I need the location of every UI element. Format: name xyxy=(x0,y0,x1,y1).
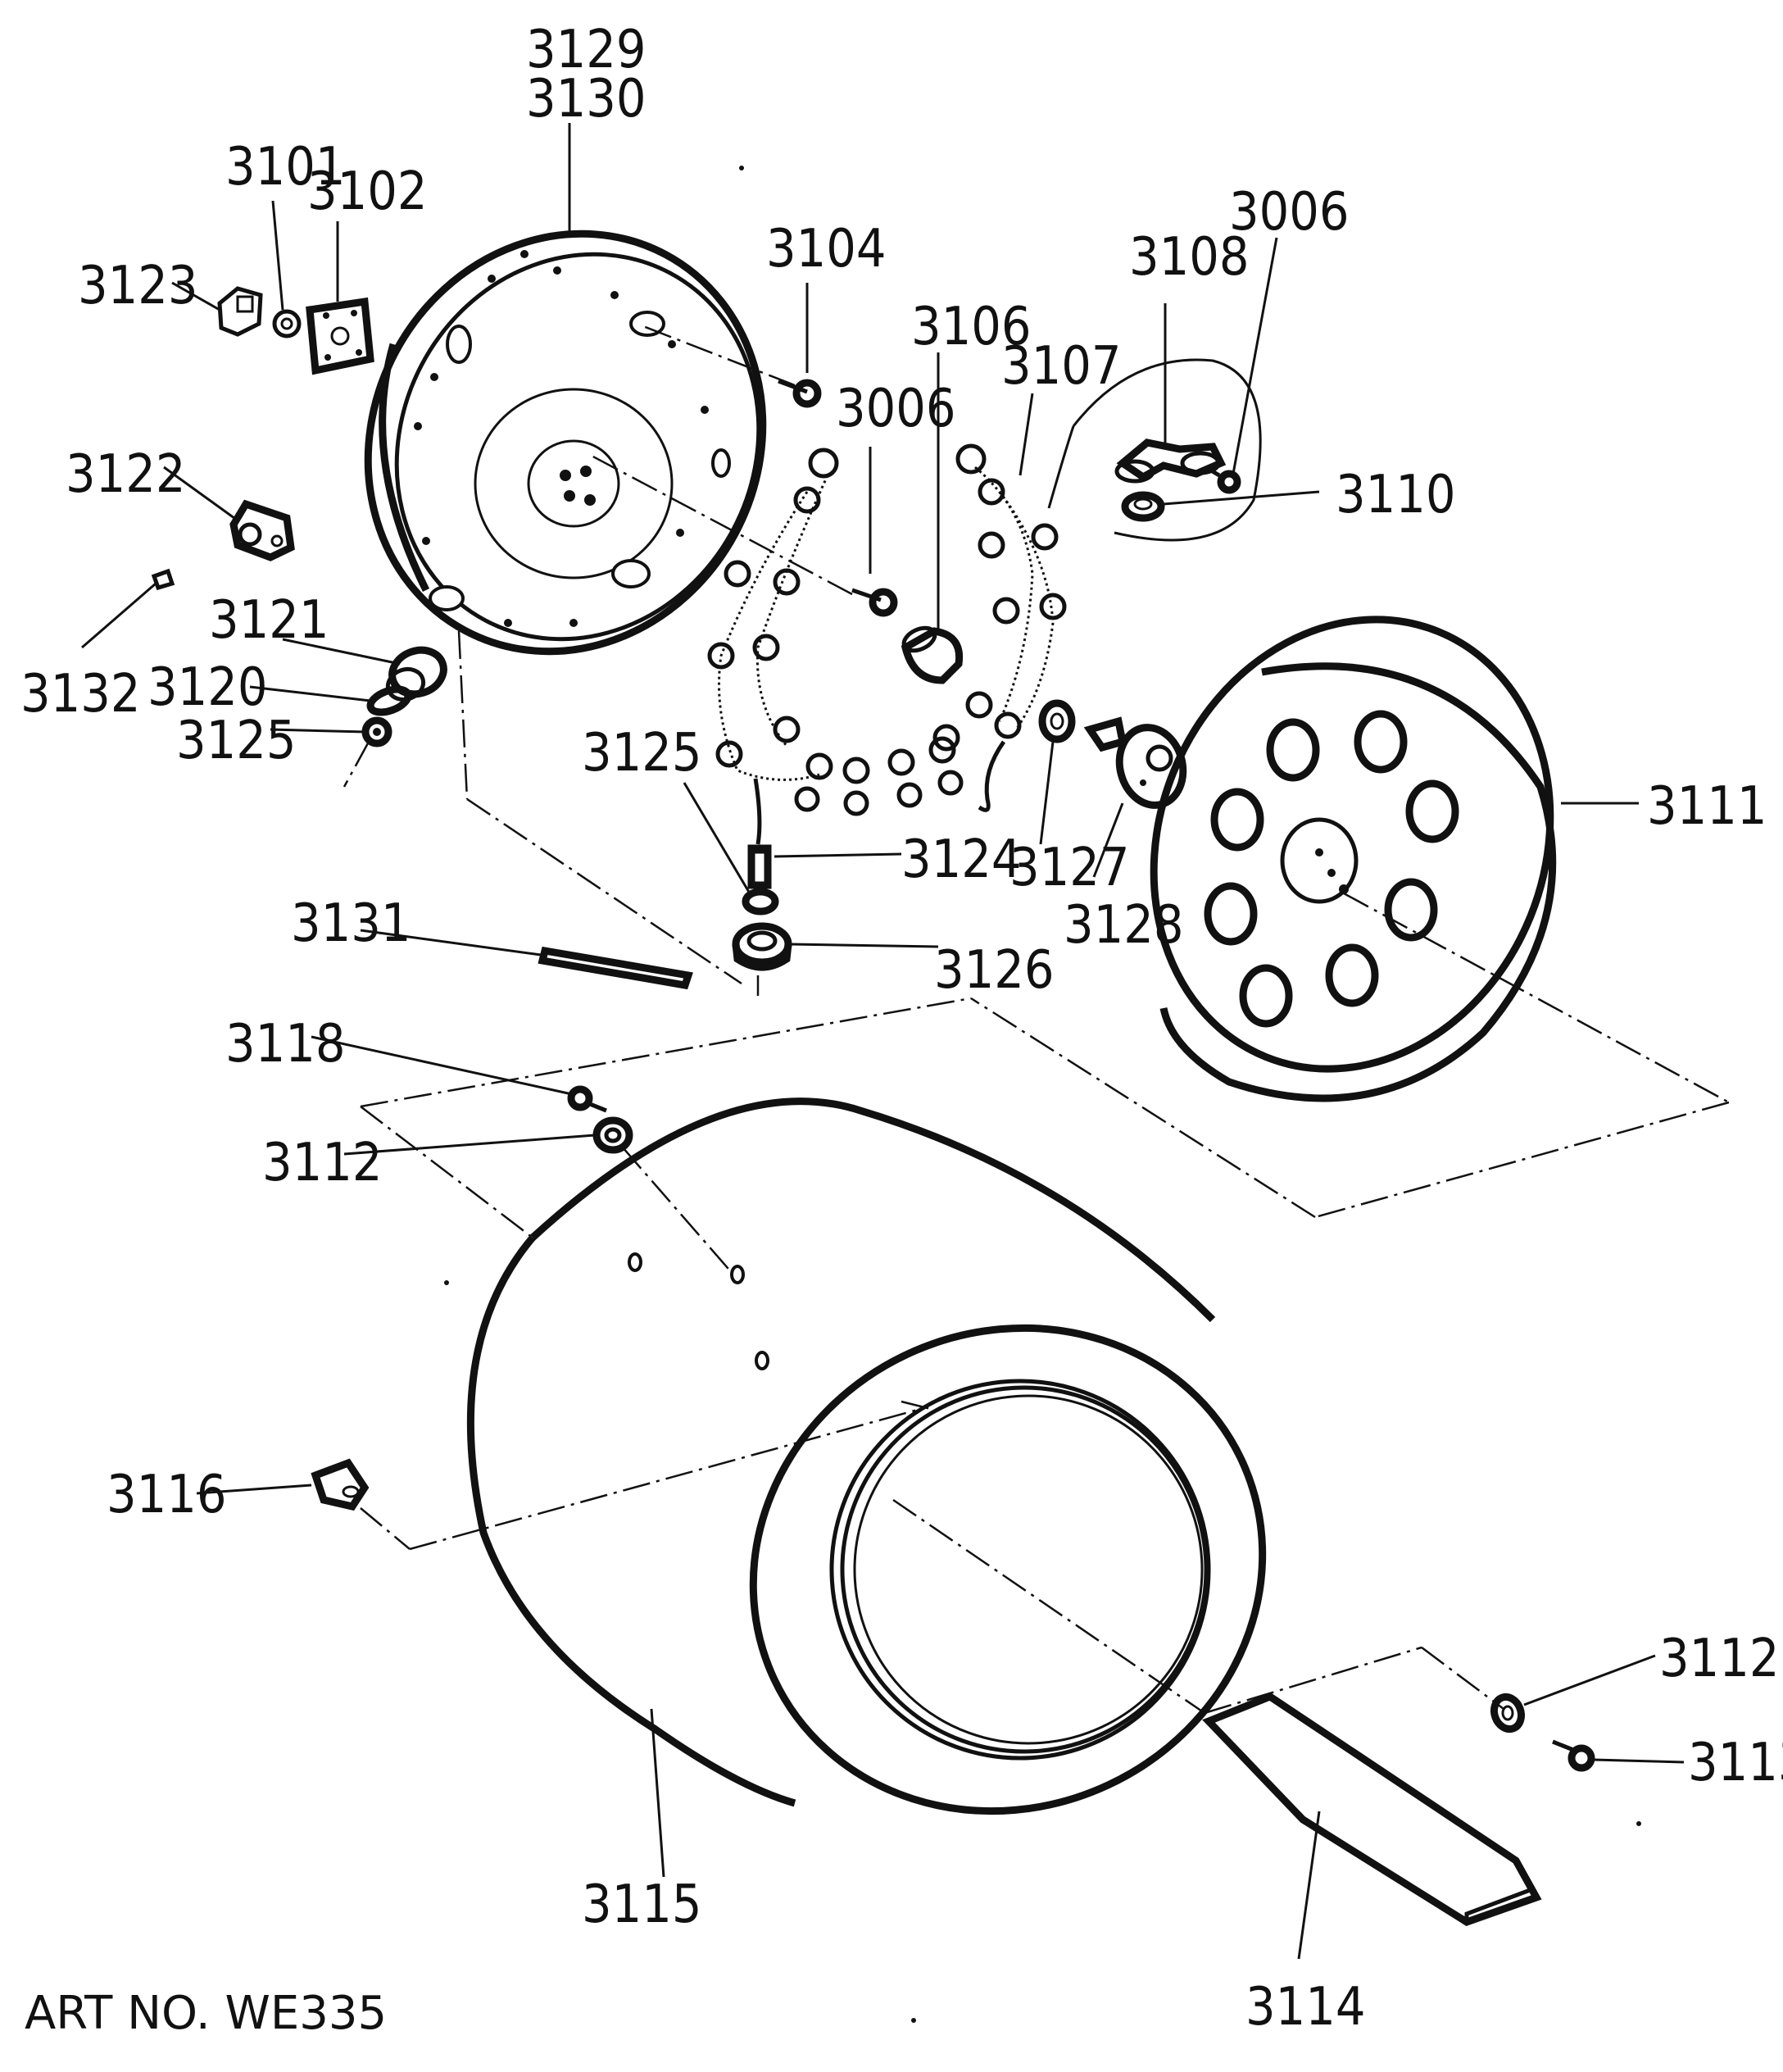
nut-3125-left xyxy=(361,716,392,747)
heater-coil-left xyxy=(707,448,964,816)
front-bulkhead-3111 xyxy=(1150,616,1557,1102)
label-3104: 3104 xyxy=(766,219,887,279)
label-3118: 3118 xyxy=(225,1014,346,1075)
heater-coil-right xyxy=(932,443,1067,752)
screw-3006-right xyxy=(1209,468,1241,494)
label-3107: 3107 xyxy=(1001,336,1122,397)
label-3126: 3126 xyxy=(934,940,1055,1001)
label-3106: 3106 xyxy=(911,297,1032,357)
label-3116: 3116 xyxy=(107,1465,227,1525)
screw-3118 xyxy=(567,1085,607,1113)
screw-3104 xyxy=(778,379,822,408)
label-3123: 3123 xyxy=(78,256,198,316)
sleeve-3106 xyxy=(901,625,964,684)
label-3120: 3120 xyxy=(147,657,268,718)
washer-3112-right xyxy=(1490,1693,1526,1733)
detail-circle xyxy=(1047,358,1262,542)
label-3121: 3121 xyxy=(209,590,329,651)
rear-bulkhead-drum-head xyxy=(364,229,767,656)
bracket-3122 xyxy=(229,499,295,561)
label-3112-right: 3112 xyxy=(1659,1629,1780,1689)
washer-3101 xyxy=(272,309,302,339)
label-3132: 3132 xyxy=(20,664,141,725)
label-3127: 3127 xyxy=(1009,838,1130,898)
washer-3120 xyxy=(366,685,412,716)
label-3101: 3101 xyxy=(225,137,346,198)
label-3006-right: 3006 xyxy=(1229,182,1350,243)
label-3110: 3110 xyxy=(1336,465,1456,525)
nut-3125-center xyxy=(742,888,779,916)
label-3111: 3111 xyxy=(1647,776,1767,837)
label-3114: 3114 xyxy=(1245,1977,1366,2038)
label-3128: 3128 xyxy=(1064,895,1184,956)
rod-3131 xyxy=(538,946,693,990)
drum-3115 xyxy=(466,1097,1267,1815)
label-3108: 3108 xyxy=(1129,227,1250,288)
label-3122: 3122 xyxy=(66,444,186,505)
art-number: ART NO. WE335 xyxy=(25,1987,387,2040)
washer-3112-top xyxy=(592,1116,633,1154)
label-3124: 3124 xyxy=(901,829,1022,890)
label-3130: 3130 xyxy=(526,69,647,130)
screw-3006-center xyxy=(851,588,898,617)
grommet-3110 xyxy=(1121,491,1165,522)
label-3125-left: 3125 xyxy=(176,711,297,771)
clip-3123 xyxy=(217,286,263,337)
clip-3116 xyxy=(311,1458,370,1511)
label-3129: 3129 xyxy=(526,20,647,80)
plate-3102 xyxy=(306,297,374,375)
screw-3124 xyxy=(747,844,772,889)
label-3125-center: 3125 xyxy=(582,723,702,784)
label-3006-center: 3006 xyxy=(836,379,956,439)
label-3131: 3131 xyxy=(291,893,411,954)
bushing-3126 xyxy=(732,922,792,971)
label-3115: 3115 xyxy=(582,1874,702,1935)
baffle-3114 xyxy=(1202,1692,1542,1926)
roller-3121 xyxy=(385,646,447,702)
washer-3127 xyxy=(1038,699,1076,743)
thermostat-3108 xyxy=(1114,438,1227,484)
screw-3113 xyxy=(1552,1739,1595,1772)
label-3102: 3102 xyxy=(307,161,428,222)
screw-3132 xyxy=(151,568,175,591)
label-3112-top: 3112 xyxy=(262,1133,383,1193)
